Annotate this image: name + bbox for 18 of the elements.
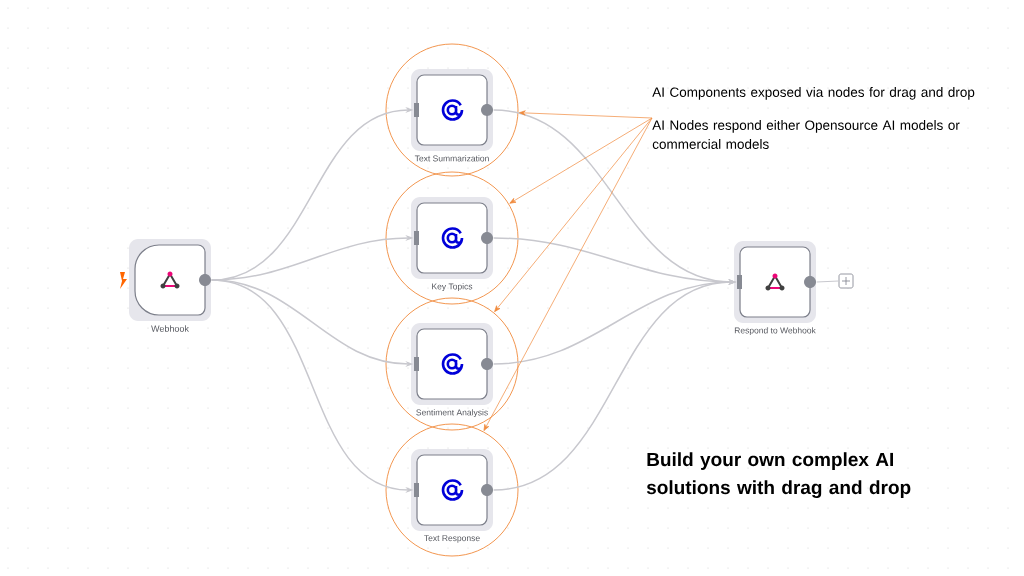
add-button <box>838 273 854 289</box>
connector <box>816 280 840 283</box>
highlight-circle <box>385 297 519 431</box>
highlight-circle <box>385 171 519 305</box>
connector <box>494 117 653 313</box>
node-label: Text Summarization <box>414 155 489 162</box>
highlight-circle <box>385 43 519 177</box>
connector <box>519 110 653 119</box>
headline-text: Build your own complex AI solutions with drag and drop <box>646 452 911 498</box>
node-label: Key Topics <box>432 283 473 292</box>
connector <box>483 117 653 431</box>
connector <box>509 117 653 204</box>
highlight-circle <box>385 423 519 557</box>
annotation-text: AI Components exposed via nodes for drag and drop AI Nodes respond either Opensource AI models or commercial models <box>652 87 975 149</box>
node-label: Webhook <box>151 325 189 332</box>
node-label: Sentiment Analysis <box>416 409 488 418</box>
node-label: Respond to Webhook <box>734 327 816 336</box>
node-label: Text Response <box>424 535 480 543</box>
